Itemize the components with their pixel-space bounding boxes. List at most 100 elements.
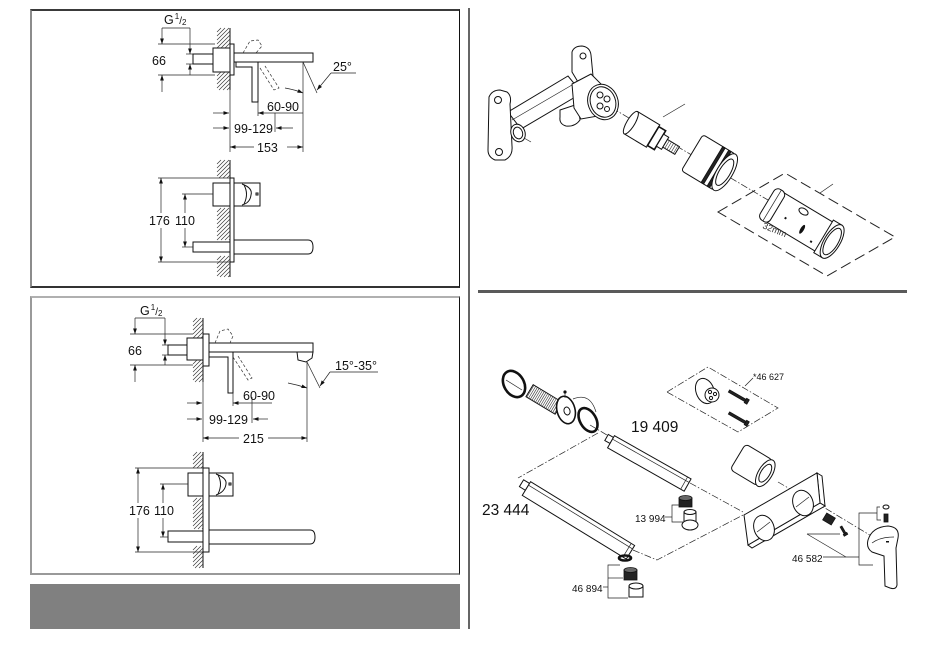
threaded-cartridge-seat bbox=[587, 83, 619, 121]
part-number-handle-kit: 46 582 bbox=[792, 554, 823, 565]
handle-contour bbox=[217, 474, 221, 495]
spout-bar bbox=[606, 434, 692, 492]
lever-indicator bbox=[886, 541, 889, 543]
part-number-spout-long: 23 444 bbox=[482, 502, 530, 519]
dimension-panel-long-spout bbox=[30, 296, 460, 575]
thread-line bbox=[545, 396, 554, 409]
cartridge bbox=[622, 110, 681, 156]
kit-port-hole bbox=[707, 389, 713, 395]
tool-hole bbox=[798, 207, 809, 216]
wall-hatch-line bbox=[227, 274, 231, 278]
aerator-sleeve-top bbox=[628, 582, 644, 590]
escutcheon-plate bbox=[229, 177, 235, 263]
wall-hatch-line bbox=[192, 323, 204, 335]
thread-line bbox=[670, 144, 677, 153]
bracket-arm-edge bbox=[511, 84, 573, 121]
thread-denominator: 2 bbox=[158, 309, 163, 318]
thread-line bbox=[536, 391, 545, 404]
screw-head bbox=[743, 419, 750, 427]
wall-hatch-line bbox=[196, 461, 204, 469]
arrowhead bbox=[161, 484, 165, 490]
wall-hatch-line bbox=[192, 453, 204, 465]
arrowhead bbox=[159, 178, 163, 184]
arrowhead bbox=[301, 436, 307, 440]
kit-cartridge-face bbox=[704, 387, 720, 403]
wall-hatch-line bbox=[226, 174, 231, 179]
wall-hatch-line bbox=[218, 166, 231, 179]
wall-hatch-line bbox=[192, 497, 198, 503]
thread-line bbox=[531, 388, 540, 401]
leader-line bbox=[523, 137, 532, 143]
wall-hatch-line bbox=[192, 507, 204, 519]
wall-hatch-line bbox=[192, 497, 202, 507]
wall-hatch-line bbox=[192, 359, 202, 369]
wall-hatch-line bbox=[222, 82, 231, 91]
spout-edge bbox=[612, 438, 690, 483]
arrowhead bbox=[163, 355, 167, 361]
panel2-side-view: G1/2 66 15°-35° 60-90 bbox=[128, 303, 378, 446]
connector-bore bbox=[563, 406, 571, 416]
connector-pin-head bbox=[563, 390, 567, 394]
port-hole bbox=[596, 91, 604, 99]
cartridge-base bbox=[622, 110, 639, 135]
inlet-pipe bbox=[192, 241, 231, 253]
arrowhead bbox=[161, 531, 165, 537]
arrowhead bbox=[253, 417, 259, 421]
tool-slot bbox=[799, 224, 806, 234]
bonnet-band bbox=[700, 145, 726, 185]
wall-hatch-line bbox=[220, 38, 231, 49]
plate-hole bbox=[753, 514, 775, 542]
escutcheon-plate bbox=[202, 333, 210, 367]
wall-hatch-line bbox=[216, 27, 226, 37]
arrowhead bbox=[136, 468, 140, 474]
spout bbox=[208, 342, 314, 353]
thread-size-label: G1/2 bbox=[164, 12, 187, 27]
wall-hatch-line bbox=[192, 555, 204, 567]
dimension-panel-short-spout bbox=[30, 9, 460, 288]
arrowhead bbox=[301, 384, 307, 389]
spout-projection-label: 153 bbox=[257, 141, 278, 155]
wall-hatch-line bbox=[216, 71, 226, 81]
wall-hatch-line bbox=[216, 34, 231, 49]
mixer-lever-handle bbox=[867, 525, 899, 590]
escutcheon-plate bbox=[229, 43, 235, 76]
arrowhead bbox=[188, 64, 192, 70]
lever-open-position bbox=[242, 39, 263, 54]
wall-hatch-line bbox=[222, 170, 231, 179]
inlet-height-label: 66 bbox=[128, 344, 142, 358]
arrowhead bbox=[297, 145, 303, 149]
aerator-housing-top bbox=[683, 509, 697, 515]
part-number-spout-short: 19 409 bbox=[631, 419, 678, 436]
wall-hatch-line bbox=[216, 210, 231, 225]
handle-indicator-dot bbox=[228, 482, 232, 486]
arrowhead bbox=[159, 256, 163, 262]
horizontal-divider bbox=[478, 290, 907, 293]
arrowhead bbox=[317, 84, 322, 90]
nut-body bbox=[822, 512, 836, 526]
wall-hatch-line bbox=[216, 74, 231, 89]
footer-bar bbox=[30, 584, 460, 629]
wall-hatch-line bbox=[216, 255, 230, 269]
o-ring bbox=[577, 406, 599, 434]
aerator-insert-top bbox=[678, 495, 693, 501]
arrowhead bbox=[188, 48, 192, 54]
wall-hatch-line bbox=[192, 545, 202, 555]
bonnet-hex-opening bbox=[715, 158, 735, 186]
wall-hatch-line bbox=[216, 255, 222, 261]
thread-line bbox=[533, 389, 542, 402]
arrowhead bbox=[276, 126, 282, 130]
handle-contour bbox=[243, 184, 247, 205]
part-bracket bbox=[607, 564, 628, 599]
wall-hatch-line bbox=[216, 255, 226, 265]
handle-contour bbox=[215, 473, 227, 496]
leader-line bbox=[662, 103, 686, 118]
arrowhead bbox=[163, 339, 167, 345]
thread-separator: / bbox=[179, 16, 182, 27]
wall-hatch-line bbox=[216, 27, 230, 41]
screw-head bbox=[842, 531, 849, 537]
wall-hatch-line bbox=[216, 262, 231, 277]
part-number-aerator-short: 13 994 bbox=[635, 514, 666, 525]
wall-hatch-line bbox=[192, 545, 198, 551]
wall-hatch-line bbox=[216, 159, 222, 165]
arrowhead bbox=[297, 89, 303, 93]
